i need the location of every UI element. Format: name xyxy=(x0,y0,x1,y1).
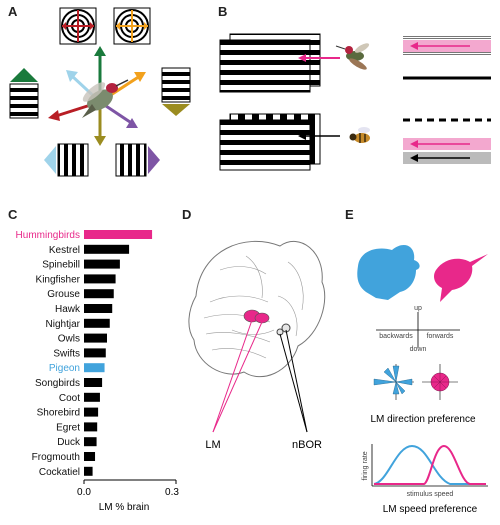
bar-label-kingfisher: Kingfisher xyxy=(36,274,81,285)
bar-swifts xyxy=(84,348,106,358)
bar-chart-lm-percent-brain: HummingbirdsKestrelSpinebillKingfisherGr… xyxy=(16,230,179,513)
bar-label-grouse: Grouse xyxy=(47,289,80,300)
lm-label: LM xyxy=(205,439,220,451)
bar-label-duck: Duck xyxy=(57,437,81,448)
x-axis-label: LM % brain xyxy=(99,502,150,513)
nbor-label: nBOR xyxy=(292,439,322,451)
panel-letter-d: D xyxy=(182,207,192,222)
bar-cockatiel xyxy=(84,466,93,476)
panel-d-brain: LM nBOR xyxy=(188,240,326,451)
lm-region xyxy=(243,309,270,324)
x-tick-label-1: 0.3 xyxy=(165,487,179,498)
bar-label-frogmouth: Frogmouth xyxy=(32,452,80,463)
stripe-box-horizontal-left xyxy=(9,68,39,119)
bar-label-shorebird: Shorebird xyxy=(37,408,80,419)
speed-curve-hummingbird xyxy=(374,444,486,485)
bar-label-egret: Egret xyxy=(56,422,80,433)
panel-letter-a: A xyxy=(8,4,18,19)
bar-label-kestrel: Kestrel xyxy=(49,245,80,256)
panel-b xyxy=(219,33,491,171)
panel-letter-b: B xyxy=(218,4,228,19)
bar-label-owls: Owls xyxy=(58,334,80,345)
bar-owls xyxy=(84,333,107,343)
polar-label-backwards: backwards xyxy=(379,333,413,340)
bar-label-swifts: Swifts xyxy=(53,348,80,359)
bar-label-cockatiel: Cockatiel xyxy=(39,467,80,478)
stripe-box-vertical-left xyxy=(44,143,89,177)
direction-preference-title: LM direction preference xyxy=(370,414,475,425)
hummingbird-illustration xyxy=(82,79,129,118)
bar-duck xyxy=(84,437,97,447)
bar-label-hawk: Hawk xyxy=(55,304,81,315)
response-box-top xyxy=(403,36,491,80)
polar-label-up: up xyxy=(414,305,422,312)
bar-songbirds xyxy=(84,378,103,387)
panel-a xyxy=(9,7,191,177)
lm-pointer-line-1 xyxy=(212,319,253,433)
bar-grouse xyxy=(84,289,114,299)
bar-frogmouth xyxy=(84,452,96,461)
bar-label-songbirds: Songbirds xyxy=(35,378,80,389)
polar-label-down: down xyxy=(410,346,427,353)
bar-label-hummingbirds: Hummingbirds xyxy=(16,230,80,241)
polar-label-forwards: forwards xyxy=(427,333,454,340)
target-icon-left xyxy=(59,7,97,45)
bar-nightjar xyxy=(84,318,110,328)
x-tick-label-0: 0.0 xyxy=(77,487,91,498)
stimulus-vertical-stripes xyxy=(219,113,340,171)
bar-label-coot: Coot xyxy=(59,393,80,404)
bar-label-pigeon: Pigeon xyxy=(49,363,80,374)
stripe-box-horizontal-right xyxy=(161,67,191,116)
pigeon-silhouette xyxy=(357,245,420,300)
hummingbird-small-illustration xyxy=(335,43,370,70)
panel-e: up down backwards forwards LM direction … xyxy=(357,245,488,515)
polar-histogram-hummingbird xyxy=(422,364,458,400)
bar-hawk xyxy=(84,304,113,313)
nbor-pointer-line-2 xyxy=(279,333,308,433)
polar-histogram-pigeon xyxy=(373,364,414,400)
hummingbird-silhouette xyxy=(434,254,488,302)
bar-shorebird xyxy=(84,407,99,417)
bar-spinebill xyxy=(84,259,120,269)
bee-illustration xyxy=(349,127,370,143)
stimulus-horizontal-stripes xyxy=(219,33,340,93)
panel-letter-e: E xyxy=(345,207,354,222)
stripe-box-vertical-right xyxy=(115,143,160,177)
bar-label-spinebill: Spinebill xyxy=(42,260,80,271)
bar-coot xyxy=(84,392,100,402)
bar-pigeon xyxy=(84,363,105,373)
lm-pointer-line-2 xyxy=(212,321,263,433)
bar-label-nightjar: Nightjar xyxy=(46,319,81,330)
polar-axes-diagram: up down backwards forwards xyxy=(376,305,460,353)
bar-egret xyxy=(84,422,98,432)
nbor-pointer-line-1 xyxy=(285,329,308,433)
response-box-bottom xyxy=(403,118,491,164)
bar-kingfisher xyxy=(84,274,116,284)
bar-kestrel xyxy=(84,244,130,254)
target-icon-right xyxy=(113,7,151,45)
speed-curve-pigeon xyxy=(373,444,486,485)
speed-xlabel: stimulus speed xyxy=(407,491,454,498)
panel-letter-c: C xyxy=(8,207,18,222)
speed-ylabel: firing rate xyxy=(362,451,369,480)
speed-preference-plot: firing rate stimulus speed xyxy=(362,444,488,498)
speed-preference-title: LM speed preference xyxy=(383,504,478,515)
nbor-region xyxy=(276,323,291,336)
bar-hummingbirds xyxy=(84,230,153,239)
